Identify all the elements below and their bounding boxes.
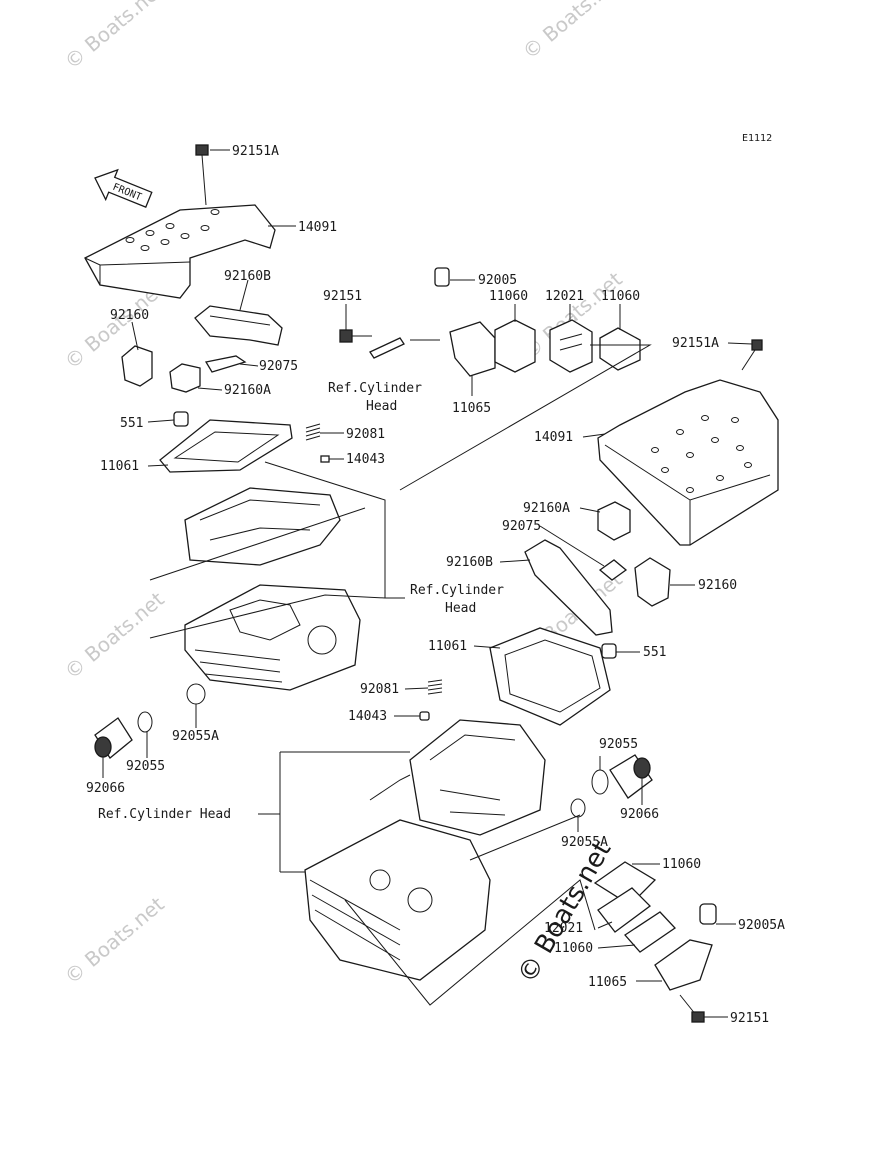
leader-lines [102,149,753,1018]
damper-92160-top [121,345,153,387]
label-92055-left: 92055 [126,759,165,774]
cover-14091-right [597,379,779,546]
label-14043-top: 14043 [346,452,385,467]
o-ring-92055A-right [570,798,586,818]
label-92081-top: 92081 [346,427,385,442]
part-labels: 92151A 14091 92160B 92160 92075 92160A 5… [86,144,785,1026]
label-92055A-right: 92055A [561,835,608,850]
label-551-right: 551 [643,645,666,660]
reed-valve-12021-top [549,319,593,373]
plug-92075-right [598,559,628,581]
pin-14043-mid [419,711,430,721]
bolt-92151A-right [741,339,763,371]
gasket-11060-d [624,911,676,953]
cylinder-head-front [304,719,546,981]
label-92160-top: 92160 [110,308,149,323]
o-ring-92055A-left [186,683,206,705]
housing-11065-bottom [654,939,713,991]
pipe-segment [369,337,405,359]
label-92081-mid: 92081 [360,682,399,697]
label-92055-right: 92055 [599,737,638,752]
bolt-92151-bottom [679,994,705,1023]
label-11065-bottom: 11065 [588,975,627,990]
nozzle-92066-left [94,717,133,759]
bolt-92151-center [339,329,372,343]
label-92160-right: 92160 [698,578,737,593]
label-ref-cylinder-head-2-head: Head [445,601,476,616]
label-92151-bottom: 92151 [730,1011,769,1026]
label-11060-b: 11060 [601,289,640,304]
label-ref-cylinder-head-1-head: Head [366,399,397,414]
label-92151A-top: 92151A [232,144,279,159]
bolt-92151A-top [195,144,209,206]
cylinder-head-rear [184,487,361,691]
cap-92005A [699,903,717,925]
cap-551-right [601,643,617,659]
label-ref-cylinder-head-1: Ref.Cylinder [328,381,422,396]
gasket-11061-right [489,627,611,726]
label-92075-top: 92075 [259,359,298,374]
bracket-92160B-right [524,539,613,636]
label-11060-c: 11060 [662,857,701,872]
gasket-11060-b [599,327,641,371]
reed-valve-12021-bottom [597,887,651,933]
o-ring-92055-right [591,769,609,795]
cover-14091-top [84,204,276,299]
label-92075-right: 92075 [502,519,541,534]
label-12021-top: 12021 [545,289,584,304]
label-11060-a: 11060 [489,289,528,304]
bracket-92160B-top [194,305,283,346]
watermark-1: © Boats.net [60,0,169,74]
label-551-top: 551 [120,416,143,431]
watermark-2: © Boats.net [518,0,627,64]
label-14091-right: 14091 [534,430,573,445]
damper-92160-right [634,557,671,607]
label-92151A-right: 92151A [672,336,719,351]
gasket-11060-a [494,319,536,373]
label-14043-mid: 14043 [348,709,387,724]
label-92005-top: 92005 [478,273,517,288]
cap-551-top [173,411,189,427]
watermark-5: © Boats.net [60,587,169,684]
label-92151-top: 92151 [323,289,362,304]
label-92066-right: 92066 [620,807,659,822]
cap-92005-top [434,267,450,287]
label-14091-top: 14091 [298,220,337,235]
front-arrow-icon: FRONT [94,168,153,208]
o-ring-92055-left [137,711,153,733]
nozzle-92066-right [609,754,653,799]
spring-92081-top [305,423,321,441]
label-ref-cylinder-head-3: Ref.Cylinder Head [98,807,231,822]
label-92160B-top: 92160B [224,269,271,284]
gasket-11061-top [159,419,293,473]
label-92160B-right: 92160B [446,555,493,570]
label-92066-left: 92066 [86,781,125,796]
label-11060-d: 11060 [554,941,593,956]
label-92055A-left: 92055A [172,729,219,744]
pin-14043-top [320,455,330,463]
watermarks: © Boats.net © Boats.net © Boats.net © Bo… [60,0,627,989]
watermark-7: © Boats.net [60,892,169,989]
label-11065-top: 11065 [452,401,491,416]
housing-11065-top [449,321,496,377]
damper-92160A-top [169,363,201,393]
label-12021-bottom: 12021 [544,921,583,936]
spring-92081-mid [427,679,443,695]
label-11061-right: 11061 [428,639,467,654]
plug-92075-top [204,355,247,373]
label-92005A: 92005A [738,918,785,933]
diagram-code: E1112 [742,133,772,144]
label-11061-top: 11061 [100,459,139,474]
label-92160A-top: 92160A [224,383,271,398]
label-92160A-right: 92160A [523,501,570,516]
label-ref-cylinder-head-2: Ref.Cylinder [410,583,504,598]
damper-92160A-right [597,501,631,541]
